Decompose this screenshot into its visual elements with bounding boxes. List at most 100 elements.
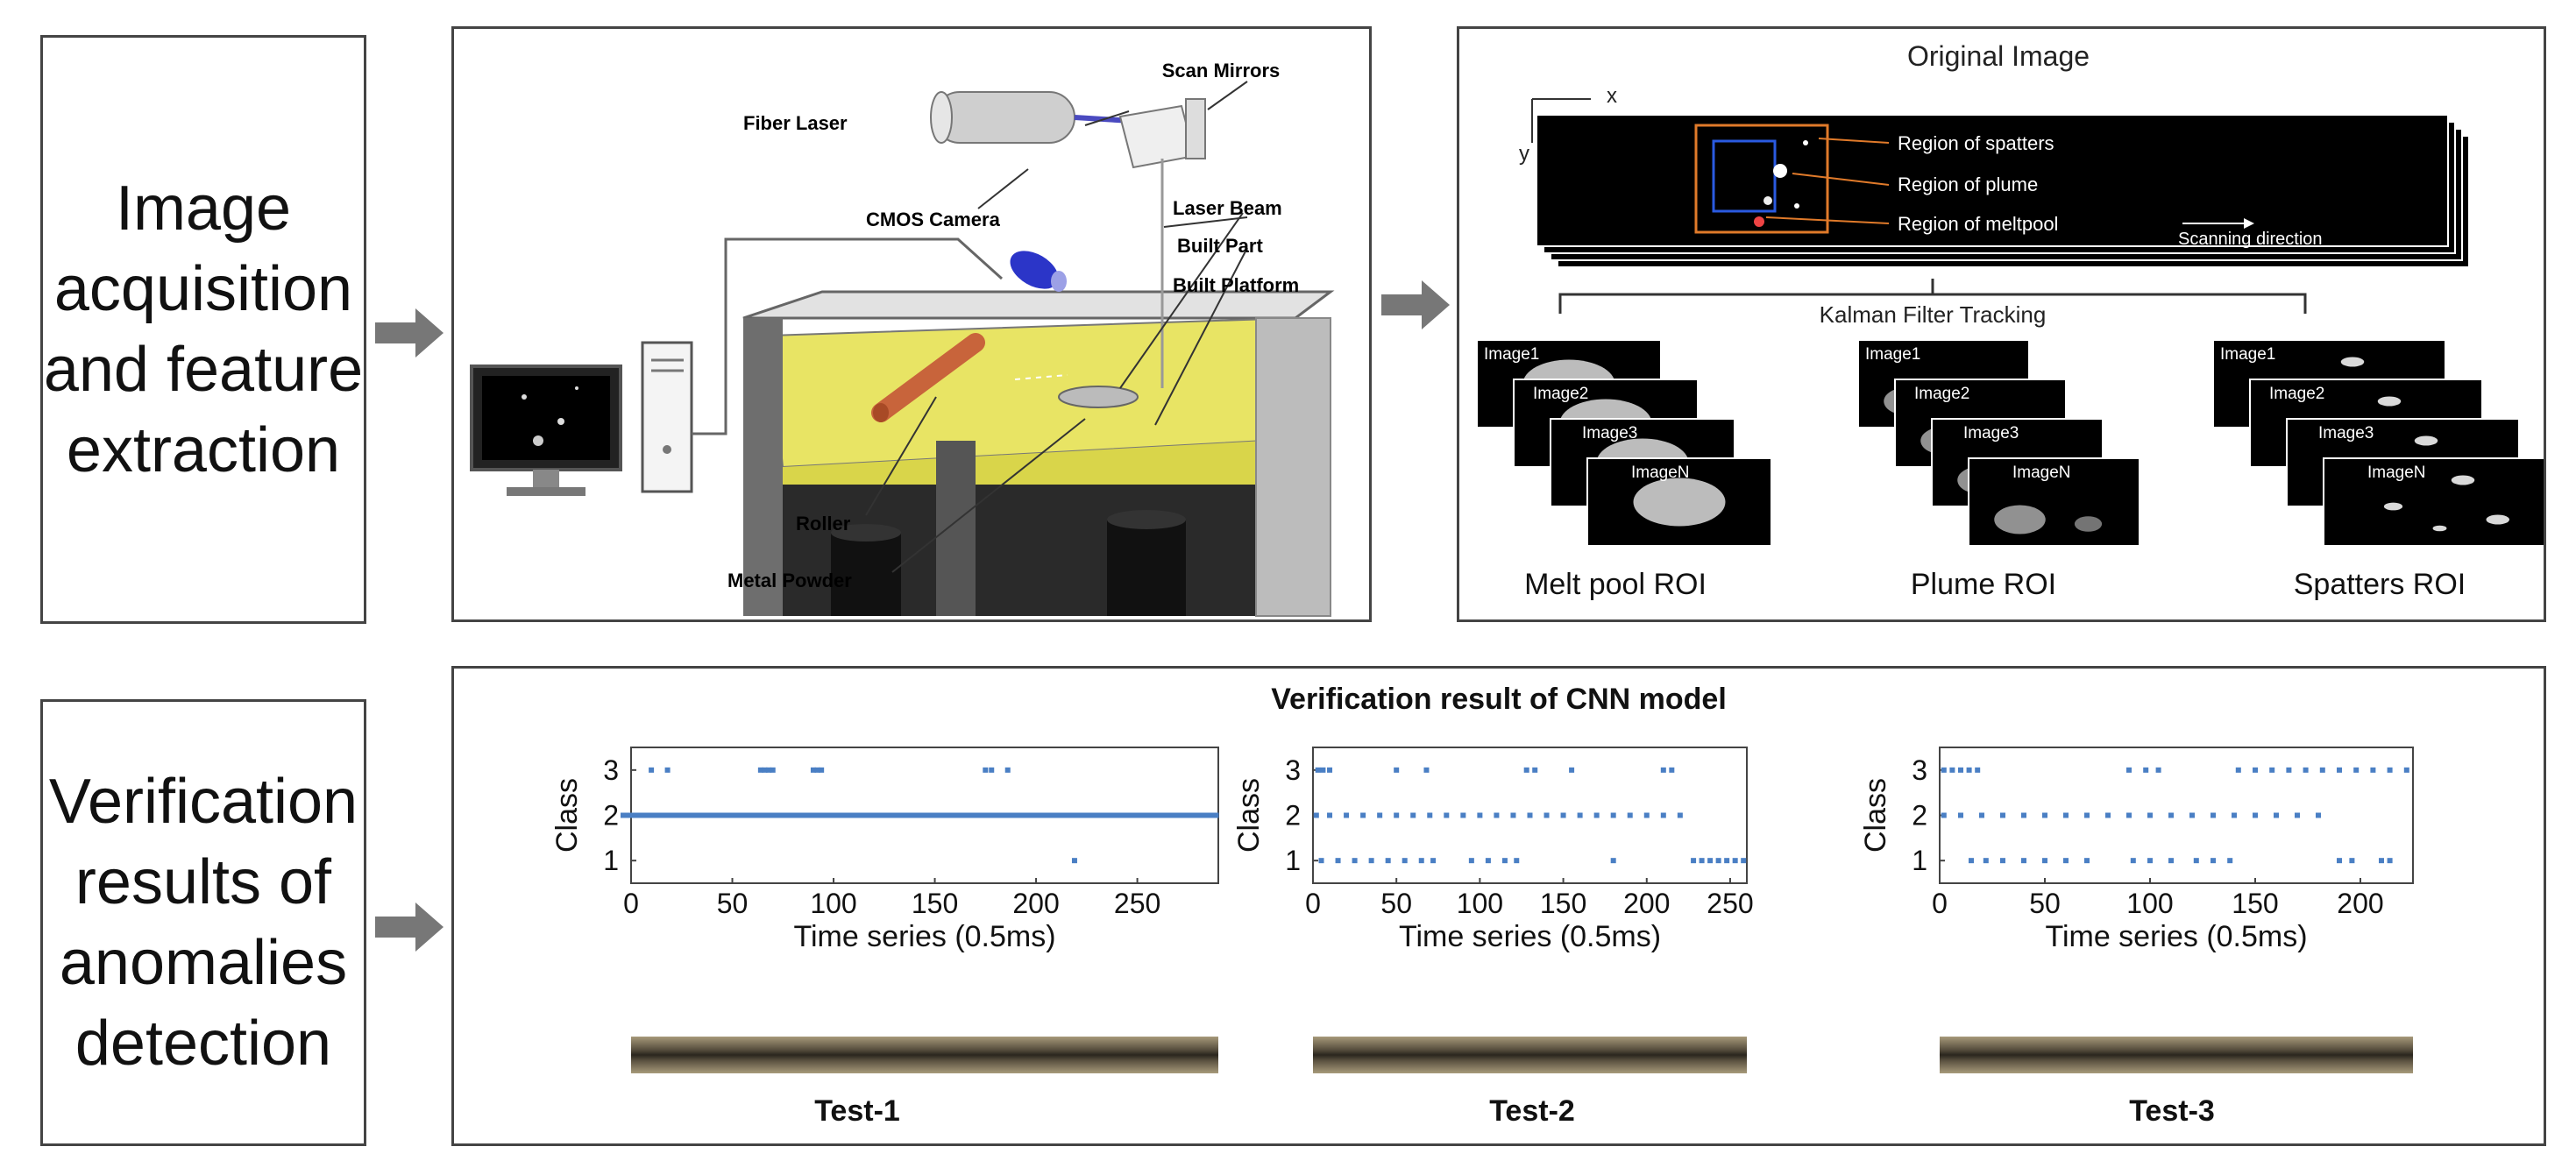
data-point bbox=[1983, 858, 1989, 864]
data-point bbox=[1427, 812, 1433, 818]
data-point bbox=[2021, 812, 2026, 818]
data-point bbox=[1460, 812, 1466, 818]
data-point bbox=[2130, 858, 2136, 864]
roi-title: Melt pool ROI bbox=[1524, 568, 1707, 601]
data-point bbox=[2126, 812, 2132, 818]
weld-track-photo bbox=[1313, 1037, 1747, 1073]
y-tick-label: 3 bbox=[603, 754, 619, 786]
data-point bbox=[1313, 812, 1319, 818]
data-point bbox=[766, 767, 772, 773]
data-point bbox=[2021, 858, 2026, 864]
data-point bbox=[2042, 858, 2047, 864]
monitor-icon bbox=[470, 365, 622, 496]
weld-track-photo bbox=[1940, 1037, 2413, 1073]
stage-label-anomaly-detection: Verification results of anomalies detect… bbox=[40, 699, 366, 1146]
stage-label-line: and feature bbox=[43, 335, 364, 405]
data-point bbox=[1969, 858, 1974, 864]
data-point bbox=[2143, 767, 2149, 773]
roller-label: Roller bbox=[796, 513, 851, 534]
data-point bbox=[664, 767, 671, 773]
data-point bbox=[2370, 767, 2376, 773]
data-point bbox=[1501, 858, 1508, 864]
data-point bbox=[1510, 812, 1516, 818]
data-point bbox=[1941, 812, 1947, 818]
y-tick-label: 2 bbox=[1285, 800, 1301, 832]
data-point bbox=[1344, 812, 1350, 818]
data-point bbox=[2353, 767, 2360, 773]
data-point bbox=[1327, 812, 1333, 818]
data-point bbox=[2286, 767, 2292, 773]
roi-frame-label: Image2 bbox=[2269, 385, 2324, 403]
x-tick-label: 50 bbox=[2029, 888, 2061, 919]
x-axis-label: Time series (0.5ms) bbox=[1399, 920, 1661, 953]
scanning-direction-label: Scanning direction bbox=[2178, 230, 2323, 249]
data-point bbox=[2063, 812, 2069, 818]
data-point bbox=[1444, 812, 1450, 818]
data-point bbox=[2403, 767, 2409, 773]
data-point bbox=[2349, 858, 2355, 864]
y-tick-label: 3 bbox=[1285, 754, 1301, 786]
roi-frame-label: Image1 bbox=[1484, 345, 1539, 364]
y-tick-label: 2 bbox=[1912, 800, 1927, 832]
y-tick-label: 1 bbox=[603, 845, 619, 876]
x-tick-label: 150 bbox=[912, 888, 958, 919]
data-point bbox=[1335, 858, 1341, 864]
data-point bbox=[2000, 812, 2005, 818]
arrow-right-icon bbox=[375, 902, 444, 952]
roi-frame-label: ImageN bbox=[1631, 464, 1690, 482]
data-point bbox=[1958, 767, 1963, 773]
x-axis-label: Time series (0.5ms) bbox=[793, 920, 1055, 953]
fiber-laser-label: Fiber Laser bbox=[743, 112, 848, 134]
test-label: Test-1 bbox=[814, 1094, 900, 1128]
scan-mirrors-label: Scan Mirrors bbox=[1162, 60, 1281, 81]
data-point bbox=[1360, 812, 1366, 818]
data-point bbox=[2042, 812, 2047, 818]
roi-frame-label: Image2 bbox=[1533, 385, 1588, 403]
test-label: Test-2 bbox=[1489, 1094, 1575, 1128]
data-point bbox=[1402, 858, 1408, 864]
axis-x-label: x bbox=[1607, 84, 1617, 108]
data-point bbox=[1385, 858, 1391, 864]
data-point bbox=[2387, 858, 2393, 864]
data-point bbox=[2303, 767, 2309, 773]
data-point bbox=[2189, 812, 2195, 818]
roller-icon bbox=[871, 333, 985, 422]
data-point bbox=[1523, 767, 1529, 773]
data-point bbox=[1532, 767, 1538, 773]
data-point bbox=[1377, 812, 1383, 818]
data-point bbox=[1660, 812, 1666, 818]
data-point bbox=[2168, 858, 2174, 864]
roi-frame-label: ImageN bbox=[2012, 464, 2071, 482]
roi-frame: ImageN bbox=[1586, 457, 1772, 547]
data-point bbox=[1724, 858, 1730, 864]
roi-frame: ImageN bbox=[2323, 457, 2544, 547]
y-tick-label: 1 bbox=[1285, 845, 1301, 876]
data-point bbox=[1485, 858, 1491, 864]
y-tick-label: 1 bbox=[1912, 845, 1927, 876]
roi-extraction-illustration: Original Image x y Region of spatters Re… bbox=[1476, 40, 2544, 601]
data-point bbox=[1741, 858, 1747, 864]
data-point bbox=[2269, 767, 2275, 773]
stage-label-feature-extraction: Image acquisition and feature extraction bbox=[40, 35, 366, 624]
data-point bbox=[1004, 767, 1011, 773]
data-point bbox=[1320, 767, 1326, 773]
data-point bbox=[2387, 767, 2393, 773]
region-label: Region of meltpool bbox=[1898, 213, 2058, 235]
data-point bbox=[1410, 812, 1416, 818]
stage-label-line: acquisition bbox=[53, 253, 353, 324]
data-point bbox=[2126, 767, 2132, 773]
built-part-label: Built Part bbox=[1177, 235, 1263, 257]
data-point bbox=[2337, 767, 2342, 773]
x-tick-label: 50 bbox=[717, 888, 749, 919]
data-point bbox=[814, 767, 820, 773]
original-image-title: Original Image bbox=[1907, 40, 2090, 72]
data-point bbox=[2084, 812, 2090, 818]
data-point bbox=[1071, 858, 1077, 864]
test-label: Test-3 bbox=[2129, 1094, 2215, 1128]
data-point bbox=[1494, 812, 1500, 818]
roi-title: Plume ROI bbox=[1911, 568, 2056, 601]
roi-title: Spatters ROI bbox=[2294, 568, 2466, 601]
data-point bbox=[2211, 858, 2216, 864]
stage-label-line: anomalies bbox=[59, 928, 348, 998]
